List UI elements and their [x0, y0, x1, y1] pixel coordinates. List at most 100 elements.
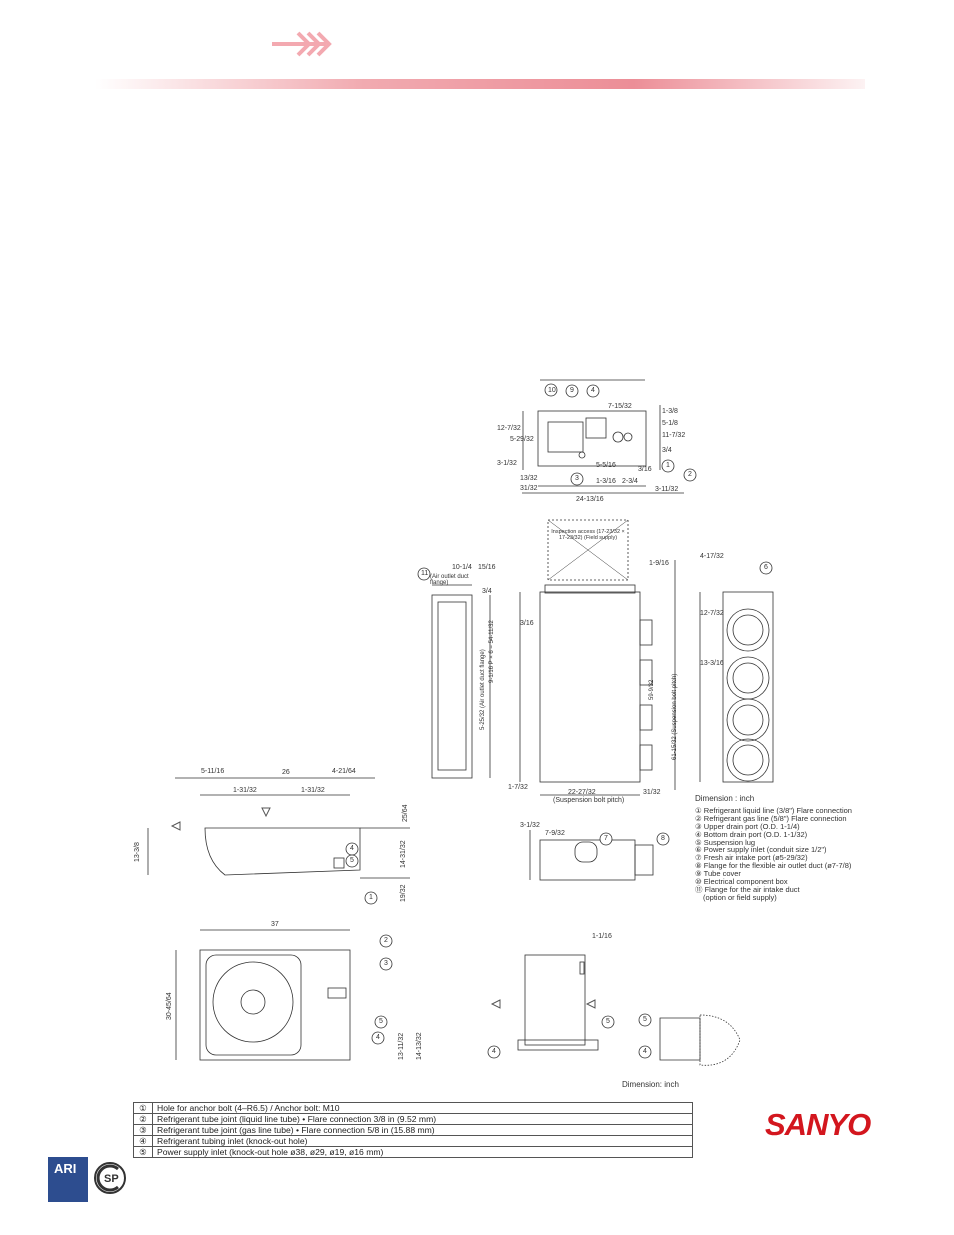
- callout-10: 10: [548, 387, 556, 394]
- callout-1: 1: [369, 894, 373, 901]
- legend-item: ⑪ Flange for the air intake duct: [695, 884, 800, 894]
- callout-2: 2: [384, 937, 388, 944]
- callout-9: 9: [570, 387, 574, 394]
- dim-label: 1-3/16: [596, 478, 616, 485]
- callout-5: 5: [350, 857, 354, 864]
- callout-4: 4: [591, 387, 595, 394]
- inspection-access-label: Inspection access (17-23/32 × 17-23/32) …: [551, 529, 625, 541]
- legend-item: ⑥ Power supply inlet (conduit size 1/2"): [695, 845, 827, 855]
- legend-item: ⑨ Tube cover: [695, 869, 741, 879]
- callout-6: 6: [764, 564, 768, 571]
- dim-label: 13-11/32: [398, 1032, 405, 1060]
- sanyo-logo: SANYO: [765, 1107, 871, 1142]
- indoor-end-view-drawing: [699, 591, 774, 783]
- dim-label: 13-3/8: [134, 842, 141, 862]
- callout-5: 5: [606, 1018, 610, 1025]
- row-text: Refrigerant tubing inlet (knock-out hole…: [152, 1135, 693, 1147]
- legend-item: ⑦ Fresh air intake port (ø5-29/32): [695, 853, 808, 863]
- callout-5: 5: [379, 1018, 383, 1025]
- dim-label: 11-7/32: [662, 432, 686, 439]
- legend-item: ⑧ Flange for the flexible air outlet duc…: [695, 861, 852, 871]
- legend-item: ⑤ Suspension lug: [695, 837, 756, 847]
- dim-label: 14-31/32: [400, 840, 407, 868]
- callout-5: 5: [643, 1016, 647, 1023]
- row-text: Power supply inlet (knock-out hole ø38, …: [152, 1146, 693, 1158]
- table-row: ④ Refrigerant tubing inlet (knock-out ho…: [133, 1135, 693, 1147]
- dim-label: 1-7/32: [508, 784, 528, 791]
- dim-label: 7-15/32: [608, 403, 632, 410]
- callout-4: 4: [643, 1048, 647, 1055]
- callout-7: 7: [604, 835, 608, 842]
- dim-label: 24-13/16: [576, 496, 604, 503]
- csa-logo-text: SP: [104, 1173, 119, 1185]
- dim-label: 5-5/16: [596, 462, 616, 469]
- dim-label: 1-1/16: [592, 933, 612, 940]
- header-gradient-bar: [95, 79, 865, 89]
- dim-label: 59-9/32: [649, 679, 655, 700]
- dim-label: (Suspension bolt pitch): [553, 797, 625, 804]
- indoor-side-view-drawing: [519, 560, 676, 796]
- dim-label: 25/64: [402, 804, 409, 822]
- outdoor-spec-table: ① Hole for anchor bolt (4–R6.5) / Anchor…: [133, 1102, 693, 1158]
- callout-4: 4: [350, 845, 354, 852]
- dim-label: 1-3/8: [662, 408, 678, 415]
- ari-logo-text: ARI: [54, 1161, 77, 1176]
- dim-label: 1-31/32: [233, 787, 257, 794]
- dim-label: 14-13/32: [416, 1032, 423, 1060]
- dim-label: 3/4: [662, 447, 672, 454]
- callout-3: 3: [384, 960, 388, 967]
- outdoor-side-view-drawing: [517, 954, 599, 1051]
- legend-item: ④ Bottom drain port (O.D. 1-1/32): [695, 829, 808, 839]
- ari-certified-logo: ARI: [48, 1157, 88, 1202]
- indoor-top-view-drawing: [522, 379, 684, 494]
- dim-label: 13-3/16: [700, 660, 724, 667]
- dim-label: 13/32: [520, 475, 538, 482]
- dim-label: 61-15/32 (Suspension bolt pitch): [672, 673, 678, 760]
- indoor-legend: Dimension : inch ① Refrigerant liquid li…: [695, 795, 875, 902]
- dim-label: 31/32: [520, 485, 538, 492]
- inspection-access-box: [547, 519, 629, 581]
- legend-item: ⑩ Electrical component box: [695, 877, 788, 887]
- row-text: Refrigerant tube joint (gas line tube) •…: [152, 1124, 693, 1136]
- row-text: Refrigerant tube joint (liquid line tube…: [152, 1113, 693, 1125]
- callout-11: 11: [421, 570, 429, 577]
- dim-label: 15/16: [478, 564, 496, 571]
- dim-label: 3-1/32: [520, 822, 540, 829]
- triple-chevron-arrow-icon: [268, 27, 338, 61]
- outdoor-detail-view-drawing: [659, 1014, 741, 1066]
- row-number: ④: [133, 1135, 153, 1147]
- dim-label: 3/16: [520, 620, 534, 627]
- legend-item: ① Refrigerant liquid line (3/8") Flare c…: [695, 805, 852, 815]
- outdoor-top-view-drawing: [147, 777, 410, 879]
- table-row: ⑤ Power supply inlet (knock-out hole ø38…: [133, 1146, 693, 1158]
- table-row: ① Hole for anchor bolt (4–R6.5) / Anchor…: [133, 1102, 693, 1114]
- row-text: Hole for anchor bolt (4–R6.5) / Anchor b…: [152, 1102, 693, 1114]
- dim-label: 3/4: [482, 588, 492, 595]
- dim-label: 22-27/32: [568, 789, 596, 796]
- dim-label: 26: [282, 769, 290, 776]
- legend-item: ② Refrigerant gas line (5/8") Flare conn…: [695, 813, 847, 823]
- row-number: ⑤: [133, 1146, 153, 1158]
- indoor-bottom-view-drawing: [529, 830, 654, 881]
- dim-label: 5-11/16: [201, 768, 225, 775]
- row-number: ②: [133, 1113, 153, 1125]
- outdoor-front-view-drawing: [175, 929, 351, 1061]
- dim-label: 5-29/32: [510, 436, 534, 443]
- csa-logo: SP: [92, 1160, 128, 1196]
- table-row: ② Refrigerant tube joint (liquid line tu…: [133, 1113, 693, 1125]
- row-number: ①: [133, 1102, 153, 1114]
- dim-label: 37: [271, 921, 279, 928]
- dim-label: 3-1/32: [497, 460, 517, 467]
- dim-label: 1-31/32: [301, 787, 325, 794]
- dim-label: 1-9/16: [649, 560, 669, 567]
- callout-2: 2: [688, 471, 692, 478]
- dim-label: 19/32: [400, 884, 407, 902]
- callout-3: 3: [575, 475, 579, 482]
- callout-8: 8: [661, 835, 665, 842]
- callout-1: 1: [666, 462, 670, 469]
- dim-label: 12-7/32: [497, 425, 521, 432]
- dim-label: 9-1/16 P × 6 = 54-11/32: [489, 620, 495, 683]
- row-number: ③: [133, 1124, 153, 1136]
- dim-label: 4-21/64: [332, 768, 356, 775]
